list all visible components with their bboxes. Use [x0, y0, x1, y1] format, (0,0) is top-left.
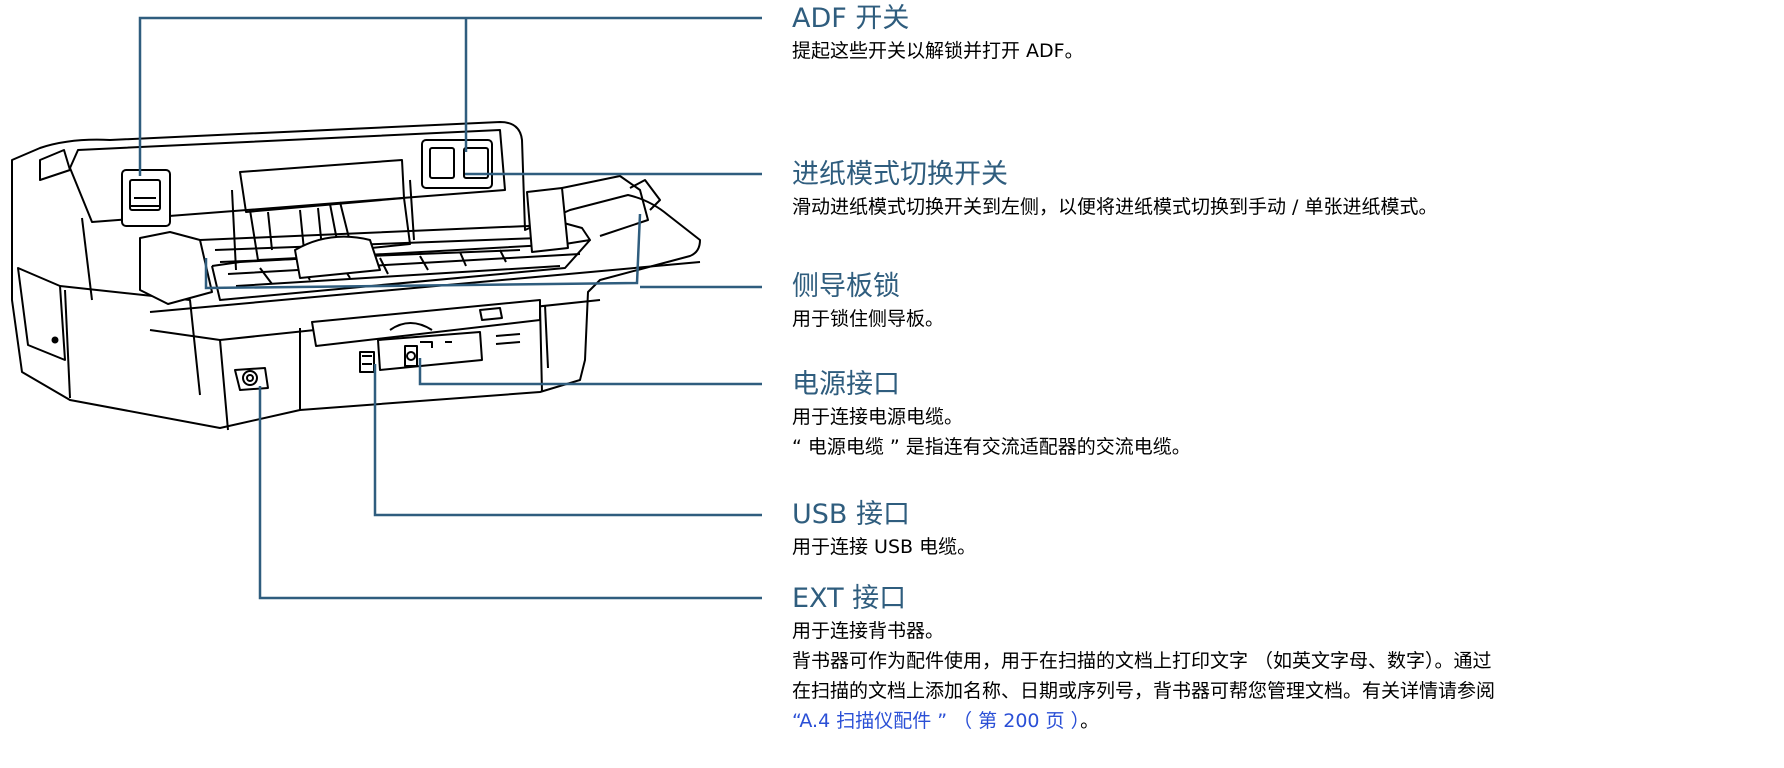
ext-connector-desc-1: 用于连接背书器。	[792, 620, 945, 642]
side-guide-lock-desc: 用于锁住侧导板。	[792, 308, 945, 330]
power-connector-desc-1: 用于连接电源电缆。	[792, 406, 964, 428]
callout-adf-switch: ADF 开关 提起这些开关以解锁并打开 ADF。	[792, 2, 1782, 66]
feed-mode-switch-title: 进纸模式切换开关	[792, 159, 1008, 190]
callout-usb-connector: USB 接口 用于连接 USB 电缆。	[792, 498, 1782, 562]
scanner-options-link[interactable]: “A.4 扫描仪配件 ” （ 第 200 页 ）	[792, 710, 1081, 732]
usb-connector-desc: 用于连接 USB 电缆。	[792, 536, 977, 558]
callout-feed-mode-switch: 进纸模式切换开关 滑动进纸模式切换开关到左侧，以便将进纸模式切换到手动 / 单张…	[792, 158, 1782, 222]
ext-connector-desc-4: “A.4 扫描仪配件 ” （ 第 200 页 ）。	[792, 706, 1782, 736]
leader-guide	[204, 213, 762, 290]
leader-lines	[138, 16, 762, 600]
adf-switch-desc: 提起这些开关以解锁并打开 ADF。	[792, 40, 1084, 62]
callout-power-connector: 电源接口 用于连接电源电缆。 “ 电源电缆 ” 是指连有交流适配器的交流电缆。	[792, 368, 1782, 462]
callout-ext-connector: EXT 接口 用于连接背书器。 背书器可作为配件使用，用于在扫描的文档上打印文字…	[792, 582, 1782, 736]
reference-suffix: 。	[1080, 710, 1100, 732]
usb-connector-title: USB 接口	[792, 499, 911, 530]
leader-power	[418, 358, 762, 386]
callout-side-guide-lock: 侧导板锁 用于锁住侧导板。	[792, 270, 1782, 334]
adf-switch-title: ADF 开关	[792, 3, 910, 34]
power-connector-title: 电源接口	[792, 369, 900, 400]
scanner-illustration	[11, 121, 701, 431]
side-guide-lock-title: 侧导板锁	[792, 271, 900, 302]
leader-ext	[258, 386, 762, 600]
ext-connector-title: EXT 接口	[792, 583, 907, 614]
leader-usb	[373, 364, 762, 517]
leader-adf	[138, 16, 762, 176]
feed-mode-switch-desc: 滑动进纸模式切换开关到左侧，以便将进纸模式切换到手动 / 单张进纸模式。	[792, 196, 1438, 218]
ext-connector-desc-2: 背书器可作为配件使用，用于在扫描的文档上打印文字 （如英文字母、数字）。通过	[792, 650, 1492, 672]
ext-connector-desc-3: 在扫描的文档上添加名称、日期或序列号，背书器可帮您管理文档。有关详情请参阅	[792, 680, 1496, 702]
power-connector-desc-2: “ 电源电缆 ” 是指连有交流适配器的交流电缆。	[792, 436, 1191, 458]
